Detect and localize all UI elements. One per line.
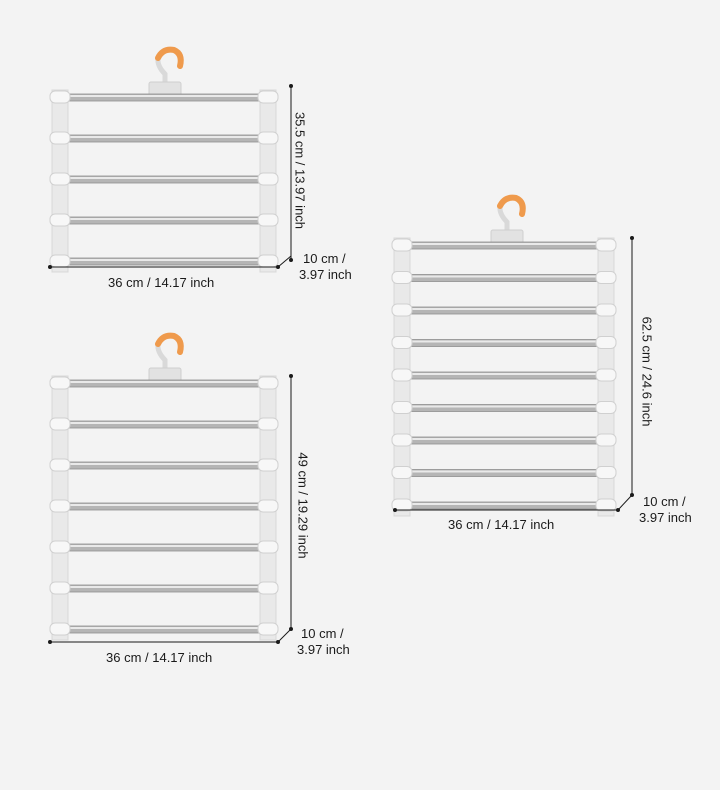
bar-highlight: [66, 586, 262, 588]
bar-highlight: [66, 259, 262, 261]
bar-end-cap: [391, 466, 413, 479]
bar-end-cap: [49, 581, 71, 595]
bar-end-cap: [391, 498, 413, 512]
bar-end-cap: [391, 401, 413, 414]
width-label-5-tier: 36 cm / 14.17 inch: [108, 275, 215, 290]
bar-highlight: [408, 340, 600, 343]
bar-end-cap: [49, 458, 71, 472]
bar-end-cap: [49, 131, 71, 145]
bar-end-cap: [595, 368, 617, 382]
bar-end-cap: [391, 238, 413, 252]
width-label-9-tier: 36 cm / 14.17 inch: [448, 517, 555, 532]
dimension-dot: [630, 236, 634, 240]
bar-highlight: [408, 308, 600, 310]
bar-highlight: [408, 405, 600, 408]
depth-label-line-2: 3.97 inch: [297, 642, 350, 657]
bar-end-cap: [49, 540, 71, 554]
bar-end-cap: [257, 90, 279, 104]
bar-end-cap: [257, 376, 279, 390]
bar-highlight: [408, 503, 600, 505]
depth-dimension-line: [277, 255, 292, 268]
bar-end-cap: [257, 213, 279, 227]
depth-label-line-2: 3.97 inch: [639, 510, 692, 525]
dimension-dot: [289, 258, 293, 262]
bar-end-cap: [49, 213, 71, 227]
bar-end-cap: [595, 498, 617, 512]
bar-end-cap: [595, 238, 617, 252]
bar-end-cap: [595, 271, 617, 284]
bar-highlight: [408, 373, 600, 375]
dimension-dot: [393, 508, 397, 512]
bar-end-cap: [49, 622, 71, 636]
bar-end-cap: [49, 90, 71, 104]
dimension-dot: [48, 265, 52, 269]
bar-end-cap: [595, 466, 617, 479]
bar-end-cap: [391, 433, 413, 447]
bar-end-cap: [257, 499, 279, 513]
depth-dimension-line: [617, 494, 633, 511]
bar-end-cap: [257, 458, 279, 472]
bar-end-cap: [595, 433, 617, 447]
depth-label-line-2: 3.97 inch: [299, 267, 352, 282]
depth-dimension-line: [277, 628, 292, 643]
dimension-dot: [289, 84, 293, 88]
hook-icon: [155, 46, 184, 69]
bar-highlight: [66, 422, 262, 424]
bar-highlight: [66, 177, 262, 179]
bar-end-cap: [49, 172, 71, 186]
bar-end-cap: [595, 336, 617, 349]
width-label-7-tier: 36 cm / 14.17 inch: [106, 650, 213, 665]
bar-highlight: [66, 545, 262, 547]
bar-highlight: [408, 275, 600, 278]
dimension-dot: [289, 374, 293, 378]
bar-end-cap: [257, 622, 279, 636]
bar-end-cap: [257, 581, 279, 595]
bar-end-cap: [257, 131, 279, 145]
bar-end-cap: [49, 417, 71, 431]
bar-end-cap: [257, 172, 279, 186]
bar-highlight: [66, 95, 262, 97]
bar-highlight: [66, 136, 262, 138]
bar-end-cap: [391, 303, 413, 317]
bar-end-cap: [257, 540, 279, 554]
bar-highlight: [66, 381, 262, 383]
depth-label-line-1: 10 cm /: [303, 251, 346, 266]
hook-icon: [497, 194, 526, 217]
dimension-dot: [48, 640, 52, 644]
bar-highlight: [66, 504, 262, 506]
depth-label-9-tier: 10 cm / 3.97 inch: [639, 494, 692, 526]
bar-highlight: [408, 243, 600, 245]
bar-end-cap: [391, 336, 413, 349]
bar-highlight: [66, 627, 262, 629]
bar-end-cap: [595, 401, 617, 414]
height-label-9-tier: 62.5 cm / 24.6 inch: [639, 316, 655, 427]
depth-label-5-tier: 10 cm / 3.97 inch: [299, 251, 352, 283]
bar-highlight: [408, 438, 600, 440]
bar-end-cap: [49, 499, 71, 513]
hook-icon: [155, 332, 184, 355]
depth-label-line-1: 10 cm /: [643, 494, 686, 509]
bar-end-cap: [391, 368, 413, 382]
bar-highlight: [66, 218, 262, 220]
bar-end-cap: [257, 417, 279, 431]
bar-highlight: [66, 463, 262, 465]
bar-end-cap: [391, 271, 413, 284]
bar-end-cap: [49, 376, 71, 390]
depth-label-line-1: 10 cm /: [301, 626, 344, 641]
bar-end-cap: [595, 303, 617, 317]
bar-highlight: [408, 470, 600, 473]
depth-label-7-tier: 10 cm / 3.97 inch: [297, 626, 350, 658]
